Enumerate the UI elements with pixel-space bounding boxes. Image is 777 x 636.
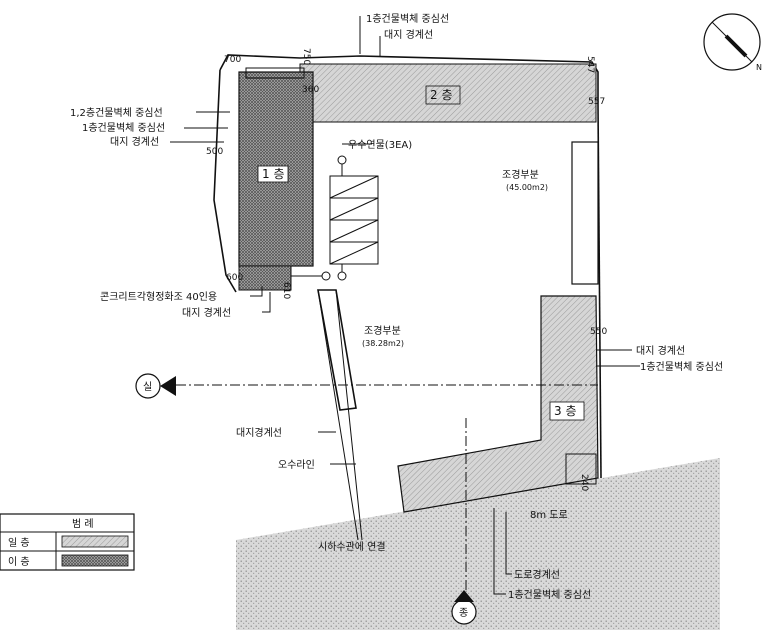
room-label-3: 3 층 (549, 401, 585, 421)
landscape-strip-left (317, 289, 357, 411)
room-label-1: 1 층 (257, 165, 289, 183)
legend-row1-label: 일 층 (8, 537, 30, 549)
dim-600: 600 (226, 273, 243, 283)
dim-550: 550 (590, 327, 607, 337)
label-sewer-connect: 시하수관에 연결 (318, 540, 386, 553)
legend-swatch-1f (61, 535, 129, 548)
section-marker-bottom: 종 (451, 590, 477, 625)
label-boundary-top: 대지 경계선 (384, 28, 433, 41)
dim-500: 500 (206, 147, 223, 157)
dim-750: 750 (301, 48, 311, 65)
label-sewer-line: 오수라인 (278, 459, 315, 471)
room-3f-corner (565, 453, 597, 485)
manhole-3 (321, 271, 331, 281)
label-center-1f-right: 1층건물벽체 중심선 (640, 361, 723, 373)
room-label-2: 2 층 (425, 85, 461, 105)
room-2f-block (299, 63, 597, 123)
label-boundary-right: 대지 경계선 (636, 344, 685, 357)
dim-700: 700 (224, 55, 241, 65)
manhole-2 (337, 271, 347, 281)
svg-text:실: 실 (143, 381, 152, 393)
dim-360: 360 (302, 85, 319, 95)
label-landscape-1: 조경부분 (502, 168, 539, 181)
site-boundary (213, 54, 599, 293)
label-boundary-left-low: 대지 경계선 (182, 306, 231, 319)
label-boundary-mid: 대지경계선 (236, 426, 282, 439)
label-septic-tank: 콘크리트각형정화조 40인용 (100, 291, 217, 303)
label-center-1f-top: 1층건물벽체 중심선 (366, 13, 449, 25)
dim-557: 557 (588, 97, 605, 107)
room-3f-block (397, 295, 599, 513)
label-rain-basin: 우수연물(3EA) (348, 139, 412, 151)
svg-text:N: N (756, 63, 762, 72)
label-landscape-1-area: (45.00m2) (506, 183, 548, 192)
legend-row2-label: 이 층 (8, 556, 30, 568)
svg-text:종: 종 (459, 607, 468, 619)
label-center-12f-left: 1,2층건물벽체 중심선 (70, 107, 163, 119)
septic-tank-box (238, 265, 292, 291)
label-landscape-2-area: (38.28m2) (362, 339, 404, 348)
manhole-1 (337, 155, 347, 165)
svg-text:2 층: 2 층 (430, 88, 453, 102)
dim-547: 547 (585, 56, 595, 73)
sewer-line (335, 289, 363, 541)
label-center-1f-bottom: 1층건물벽체 중심선 (508, 589, 591, 601)
svg-text:1 층: 1 층 (262, 167, 285, 181)
label-road-boundary: 도로경계선 (514, 568, 560, 581)
label-landscape-2: 조경부분 (364, 324, 401, 337)
section-marker-left: 실 (135, 373, 176, 399)
road-ground (236, 458, 720, 630)
svg-text:3 층: 3 층 (554, 404, 577, 418)
dim-610: 610 (281, 282, 291, 299)
landscape-area-right (571, 141, 599, 285)
north-arrow: N (703, 13, 762, 72)
legend: 범 례 일 층 이 층 (0, 513, 135, 571)
dim-240: 240 (579, 474, 589, 491)
label-center-1f-left: 1층건물벽체 중심선 (82, 122, 165, 134)
label-boundary-left: 대지 경계선 (110, 135, 159, 148)
label-road: 8m 도로 (530, 510, 568, 521)
legend-title: 범 례 (72, 518, 94, 530)
room-1f-inner-top (245, 67, 305, 79)
legend-swatch-2f (61, 554, 129, 567)
